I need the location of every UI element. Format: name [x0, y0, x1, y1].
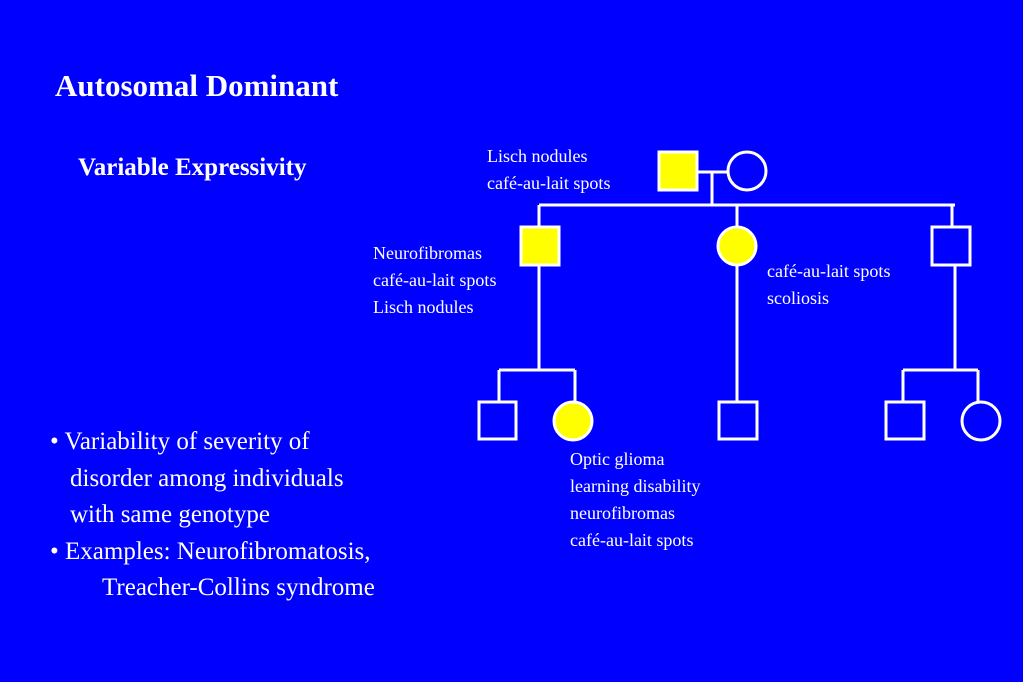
symptom-note-gen2-son-1: Neurofibromas café-au-lait spots Lisch n…: [373, 240, 496, 321]
symptom-line: neurofibromas: [570, 503, 675, 523]
affected-female-circle: [552, 400, 594, 442]
symptom-note-gen2-daughter: café-au-lait spots scoliosis: [767, 258, 890, 312]
unaffected-male-square: [717, 400, 759, 441]
bullet-list: • Variability of severity of disorder am…: [50, 424, 375, 607]
symptom-line: learning disability: [570, 476, 701, 496]
bullet-line: • Examples: Neurofibromatosis,: [50, 537, 371, 565]
pedigree-lines: [497, 170, 980, 401]
symptom-note-gen1-father: Lisch nodules café-au-lait spots: [487, 143, 610, 197]
symptom-line: Optic glioma: [570, 449, 665, 469]
affected-female-circle: [716, 225, 758, 267]
bullet-line: • Variability of severity of: [50, 428, 310, 455]
symptom-line: café-au-lait spots: [570, 530, 694, 550]
symptom-line: Lisch nodules: [373, 297, 474, 317]
bullet-item-examples: • Examples: Neurofibromatosis, Treacher-…: [50, 534, 375, 607]
unaffected-female-circle: [726, 150, 768, 192]
bullet-line: with same genotype: [70, 501, 270, 528]
symptom-line: scoliosis: [767, 288, 830, 308]
unaffected-male-square: [477, 400, 518, 441]
symptom-line: café-au-lait spots: [487, 173, 611, 193]
symptom-line: café-au-lait spots: [373, 270, 497, 290]
affected-male-square: [519, 225, 561, 267]
symptom-note-gen3-daughter-1: Optic glioma learning disability neurofi…: [570, 446, 700, 554]
unaffected-male-square: [884, 400, 926, 441]
slide-title: Autosomal Dominant: [55, 68, 339, 103]
pedigree-symbols: [477, 150, 1002, 442]
affected-male-square: [657, 150, 699, 192]
bullet-line: Treacher-Collins syndrome: [102, 574, 375, 601]
symptom-line: Neurofibromas: [373, 243, 482, 263]
bullet-line: disorder among individuals: [70, 464, 344, 492]
symptom-line: Lisch nodules: [487, 146, 588, 166]
bullet-item-variability: • Variability of severity of disorder am…: [50, 424, 375, 534]
unaffected-male-square: [930, 225, 972, 267]
slide-subtitle: Variable Expressivity: [78, 154, 307, 181]
unaffected-female-circle: [960, 400, 1002, 442]
symptom-line: café-au-lait spots: [767, 261, 891, 281]
